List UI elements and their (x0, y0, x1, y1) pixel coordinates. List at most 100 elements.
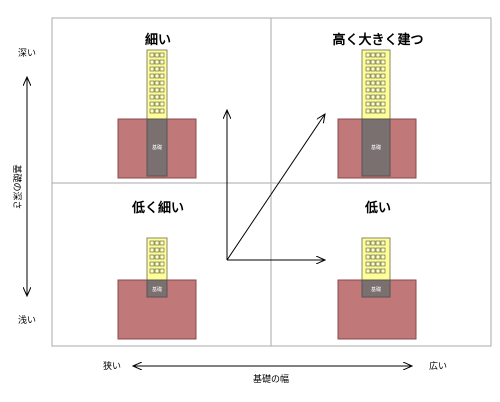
window-cell (375, 108, 381, 114)
window-cell (149, 261, 155, 267)
window-cell (375, 240, 381, 246)
window-cell (365, 101, 371, 107)
quadrant-title-bottom-left: 低く細い (131, 200, 184, 216)
foundation (361, 279, 391, 298)
window-cell (149, 247, 155, 253)
window-cell (149, 268, 155, 274)
window-cell (380, 268, 386, 274)
window-cell (154, 87, 160, 93)
window-cell (375, 268, 381, 274)
window-cell (365, 240, 371, 246)
window-cell (159, 87, 165, 93)
horizontal-axis-left-label: 狭い (103, 360, 121, 372)
window-cell (380, 94, 386, 100)
window-cell (380, 240, 386, 246)
window-cell (370, 66, 376, 72)
window-cell (370, 94, 376, 100)
window-cell (380, 73, 386, 79)
window-cell (365, 247, 371, 253)
foundation (146, 279, 168, 298)
window-cell (370, 108, 376, 114)
window-cell (154, 108, 160, 114)
window-cell (380, 87, 386, 93)
window-cell (365, 59, 371, 65)
illustration-top-left: 基礎 (117, 49, 197, 179)
window-cell (365, 66, 371, 72)
window-cell (380, 66, 386, 72)
window-cell (375, 66, 381, 72)
quadrant-title-top-left: 細い (145, 32, 171, 48)
window-cell (154, 52, 160, 58)
window-cell (154, 73, 160, 79)
illustration-bottom-left: 基礎 (117, 237, 197, 340)
center-arrows (227, 110, 325, 260)
horizontal-axis-right-label: 広い (429, 360, 447, 372)
window-cell (154, 247, 160, 253)
window-cell (149, 66, 155, 72)
window-cell (380, 101, 386, 107)
vertical-axis-title: 基礎の深さ (11, 164, 23, 209)
window-cell (159, 240, 165, 246)
window-cell (149, 101, 155, 107)
window-cell (370, 59, 376, 65)
window-cell (375, 261, 381, 267)
window-cell (159, 261, 165, 267)
vertical-axis: 深い 浅い 基礎の深さ (11, 48, 36, 326)
window-cell (380, 247, 386, 253)
window-cell (365, 80, 371, 86)
arrow-diagonal (226, 114, 325, 261)
window-cell (365, 261, 371, 267)
foundation-label: 基礎 (152, 286, 162, 293)
window-cell (365, 268, 371, 274)
window-cell (149, 73, 155, 79)
window-cell (149, 240, 155, 246)
building-windows (365, 240, 386, 274)
window-cell (365, 52, 371, 58)
window-cell (154, 94, 160, 100)
quadrant-title-top-right: 高く大きく建つ (332, 32, 423, 48)
window-cell (159, 101, 165, 107)
window-cell (375, 94, 381, 100)
vertical-axis-top-label: 深い (18, 48, 36, 59)
foundation-label: 基礎 (152, 144, 162, 151)
window-cell (159, 52, 165, 58)
window-cell (370, 87, 376, 93)
window-cell (380, 108, 386, 114)
window-cell (370, 268, 376, 274)
window-cell (370, 101, 376, 107)
building-windows (365, 52, 386, 114)
window-cell (159, 73, 165, 79)
window-cell (365, 87, 371, 93)
window-cell (370, 52, 376, 58)
window-cell (375, 73, 381, 79)
window-cell (149, 52, 155, 58)
window-cell (159, 108, 165, 114)
window-cell (375, 101, 381, 107)
window-cell (375, 87, 381, 93)
window-cell (375, 80, 381, 86)
window-cell (370, 73, 376, 79)
window-cell (154, 240, 160, 246)
window-cell (159, 59, 165, 65)
window-cell (154, 101, 160, 107)
window-cell (159, 94, 165, 100)
horizontal-axis: 狭い 広い 基礎の幅 (103, 360, 447, 385)
window-cell (159, 268, 165, 274)
window-cell (380, 254, 386, 260)
foundation (361, 118, 391, 177)
window-cell (380, 261, 386, 267)
window-cell (380, 52, 386, 58)
window-cell (159, 247, 165, 253)
window-cell (380, 59, 386, 65)
foundation-label: 基礎 (371, 144, 381, 151)
window-cell (375, 247, 381, 253)
window-cell (370, 254, 376, 260)
illustration-bottom-right: 基礎 (337, 237, 417, 340)
building-windows (149, 240, 165, 274)
window-cell (159, 80, 165, 86)
window-cell (159, 66, 165, 72)
window-cell (380, 80, 386, 86)
window-cell (149, 87, 155, 93)
window-cell (154, 59, 160, 65)
